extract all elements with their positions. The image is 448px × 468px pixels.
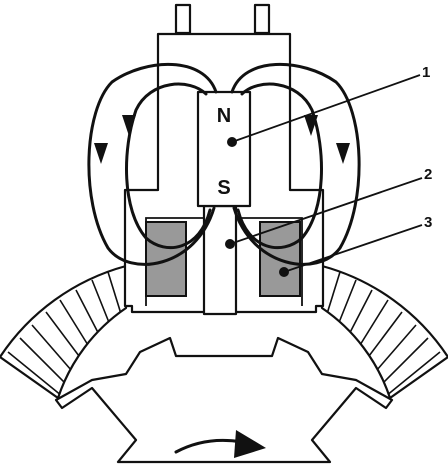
flux-line-right-outer (230, 63, 361, 266)
flux-arrow-right-outer (336, 143, 350, 164)
pole-piece (202, 204, 238, 316)
callout-label-3: 3 (424, 214, 432, 231)
flux-lines (87, 63, 361, 266)
magnet-north-label: N (217, 105, 231, 127)
flux-arrow-left-outer (94, 143, 108, 164)
callout-leader-2 (229, 177, 423, 245)
flux-line-left-inner (125, 82, 212, 250)
connector-pin-right (253, 3, 271, 35)
flux-line-left-outer (87, 63, 218, 266)
callout-leader-1 (231, 74, 421, 143)
tone-ring-band-right (320, 264, 448, 400)
toothed-rotor (54, 336, 394, 464)
magnet-south-label: S (217, 177, 230, 199)
coil-left (145, 221, 187, 297)
callout-label-1: 1 (422, 64, 430, 81)
flux-arrow-right-inner (304, 115, 318, 136)
permanent-magnet (196, 90, 252, 208)
rotation-arrowhead (234, 430, 266, 458)
flux-arrow-left-inner (122, 115, 136, 136)
callout-label-2: 2 (424, 166, 432, 183)
tone-ring-band-left (0, 264, 128, 400)
flux-line-right-inner (236, 82, 323, 250)
connector-pin-left (174, 3, 192, 35)
callout-leader-3 (283, 224, 423, 273)
